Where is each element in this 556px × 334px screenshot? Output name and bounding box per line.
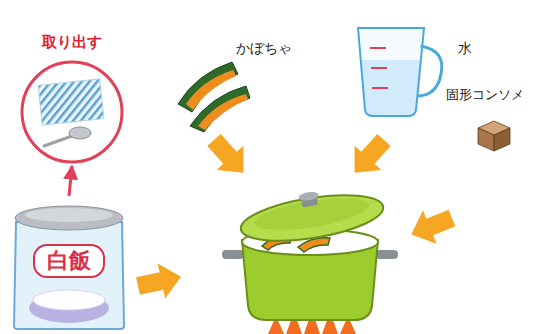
bouillon-cube — [478, 121, 510, 151]
oxygen-absorber — [38, 79, 104, 125]
flow-arrow — [201, 128, 257, 185]
callout-circle: 取り出す — [20, 60, 124, 164]
flow-arrow — [341, 128, 397, 185]
step-heading: 取り出す — [20, 33, 124, 52]
ingredient-label: 水 — [458, 40, 472, 58]
rice-pack: 白飯 — [12, 198, 126, 330]
spoon — [69, 127, 91, 139]
callout-circle — [20, 60, 124, 164]
measuring-cup — [358, 28, 442, 116]
pot — [222, 181, 398, 320]
ingredient-label: 固形コンソメ — [446, 86, 524, 104]
step-arrow — [69, 166, 72, 196]
ingredient-label: かぼちゃ — [236, 40, 292, 58]
pumpkin-slices — [178, 62, 250, 132]
pack-label: 白飯 — [33, 244, 105, 278]
flow-arrow — [134, 259, 185, 303]
flow-arrow — [404, 201, 458, 251]
